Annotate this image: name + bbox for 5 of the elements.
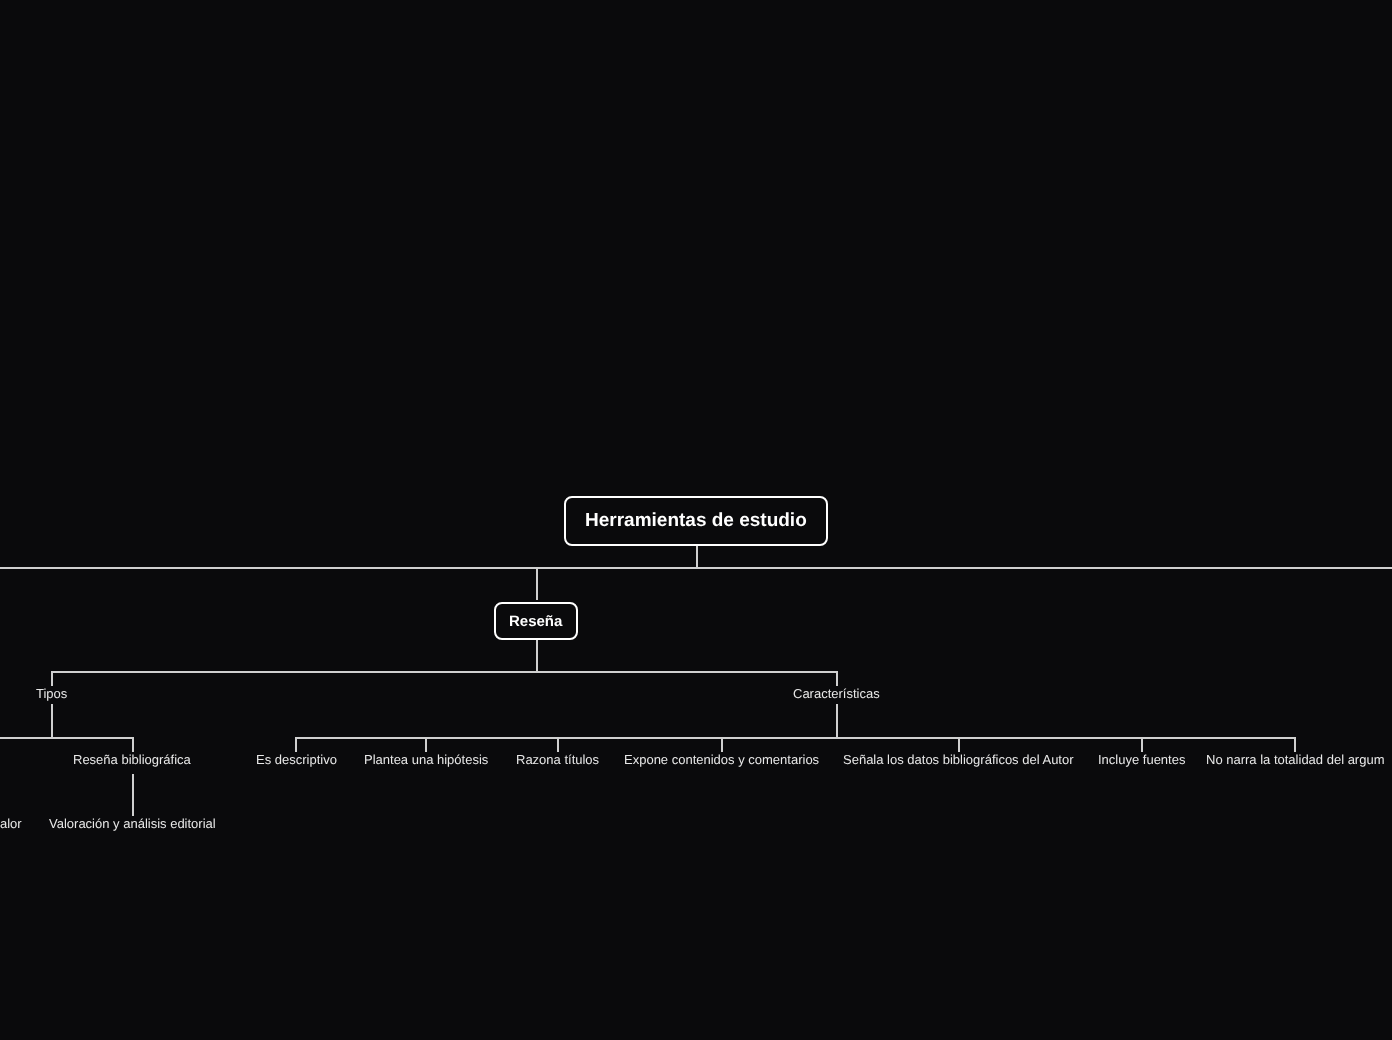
connector-line <box>836 703 1296 753</box>
topic-box: Herramientas de estudio <box>563 496 829 547</box>
connector-line <box>132 773 134 817</box>
connector-line <box>536 639 838 687</box>
connector-line <box>0 703 53 739</box>
